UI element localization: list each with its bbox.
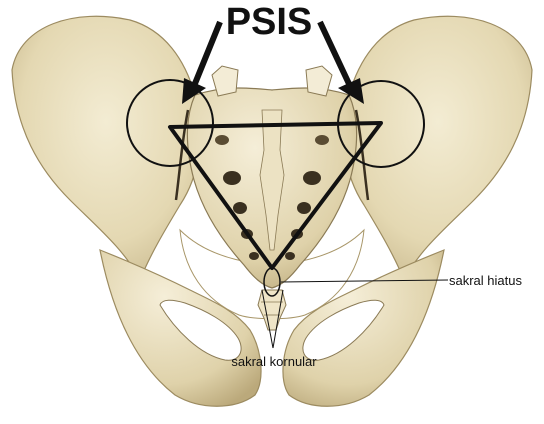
sacral-foramen-right-0 [315,135,329,145]
sacral-foramen-left-2 [233,202,247,214]
psis-title: PSIS [226,1,313,43]
sacral-foramen-right-2 [297,202,311,214]
sacral-foramen-left-1 [223,171,241,185]
right-ilium [344,16,532,280]
sacral-foramen-left-4 [249,252,259,260]
left-ilium [12,16,200,280]
pelvis-illustration [12,16,532,406]
sacral-foramen-right-4 [285,252,295,260]
sacral-foramen-right-1 [303,171,321,185]
sacral-foramen-left-0 [215,135,229,145]
sacral-hiatus-label: sakral hiatus [449,273,522,288]
sacral-cornua-label: sakral kornular [231,354,317,369]
